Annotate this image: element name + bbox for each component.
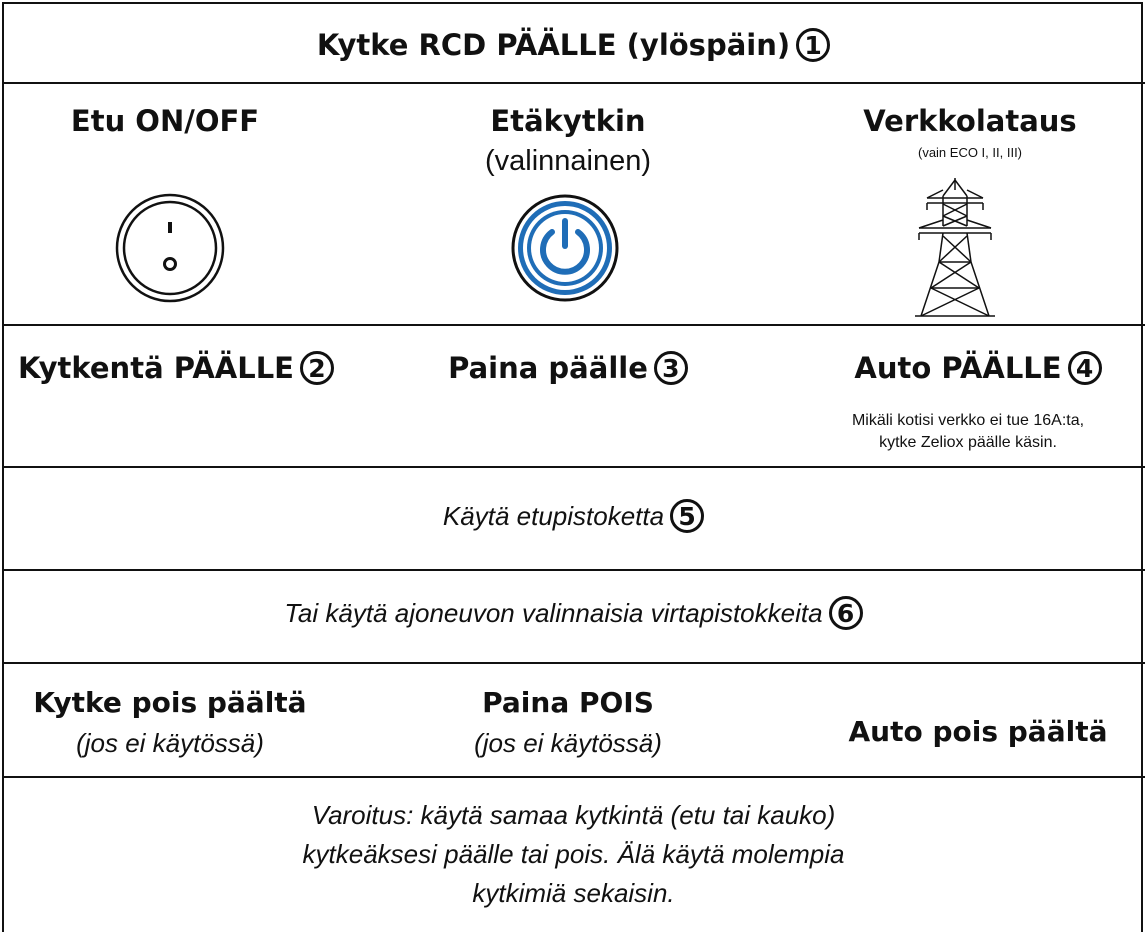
step-badge: 3 bbox=[653, 351, 688, 386]
divider bbox=[2, 662, 1145, 664]
divider bbox=[2, 82, 1145, 84]
warning-text: Varoitus: käytä samaa kytkintä (etu tai … bbox=[0, 796, 1147, 913]
grid-note: Mikäli kotisi verkko ei tue 16A:ta, kytk… bbox=[790, 410, 1146, 454]
divider bbox=[2, 466, 1145, 468]
step-badge: 2 bbox=[299, 351, 334, 386]
auto-on-label: Auto PÄÄLLE bbox=[854, 351, 1062, 385]
rocker-switch-icon bbox=[115, 193, 225, 303]
warning-line: kytkeäksesi päälle tai pois. Älä käytä m… bbox=[302, 839, 845, 869]
press-off-note: (jos ei käytössä) bbox=[474, 728, 662, 758]
header-row: Kytke RCD PÄÄLLE (ylöspäin)1 bbox=[0, 28, 1147, 65]
warning-line: Varoitus: käytä samaa kytkintä (etu tai … bbox=[311, 800, 836, 830]
front-socket-label: Käytä etupistoketta bbox=[442, 501, 665, 531]
remote-switch-title: Etäkytkin bbox=[490, 104, 646, 138]
divider bbox=[2, 324, 1145, 326]
power-pylon-icon bbox=[915, 178, 995, 317]
remote-switch-subtitle: (valinnainen) bbox=[484, 145, 652, 177]
switch-off-label: Kytke pois päältä bbox=[33, 686, 307, 719]
press-off-label: Paina POIS bbox=[482, 686, 654, 719]
step-badge: 1 bbox=[796, 28, 831, 63]
vehicle-socket-label: Tai käytä ajoneuvon valinnaisia virtapis… bbox=[284, 598, 823, 628]
step-badge: 5 bbox=[670, 499, 705, 534]
front-switch-title: Etu ON/OFF bbox=[70, 104, 260, 138]
step-badge: 6 bbox=[828, 596, 863, 631]
grid-charging-subtitle: (vain ECO I, II, III) bbox=[917, 145, 1023, 160]
switch-off-note: (jos ei käytössä) bbox=[76, 728, 264, 758]
divider bbox=[2, 569, 1145, 571]
warning-line: kytkimiä sekaisin. bbox=[472, 878, 675, 908]
switch-on-label: Kytkentä PÄÄLLE bbox=[18, 351, 294, 385]
divider bbox=[2, 776, 1145, 778]
grid-note-line: kytke Zeliox päälle käsin. bbox=[879, 434, 1057, 451]
auto-off-label: Auto pois päältä bbox=[848, 715, 1108, 748]
grid-note-line: Mikäli kotisi verkko ei tue 16A:ta, bbox=[851, 412, 1085, 429]
grid-charging-title: Verkkolataus bbox=[863, 104, 1077, 138]
vehicle-socket-row: Tai käytä ajoneuvon valinnaisia virtapis… bbox=[0, 596, 1147, 633]
power-button-icon bbox=[511, 194, 619, 302]
header-title: Kytke RCD PÄÄLLE (ylöspäin) bbox=[316, 28, 791, 62]
press-on-label: Paina päälle bbox=[448, 351, 648, 385]
step-badge: 4 bbox=[1067, 351, 1102, 386]
